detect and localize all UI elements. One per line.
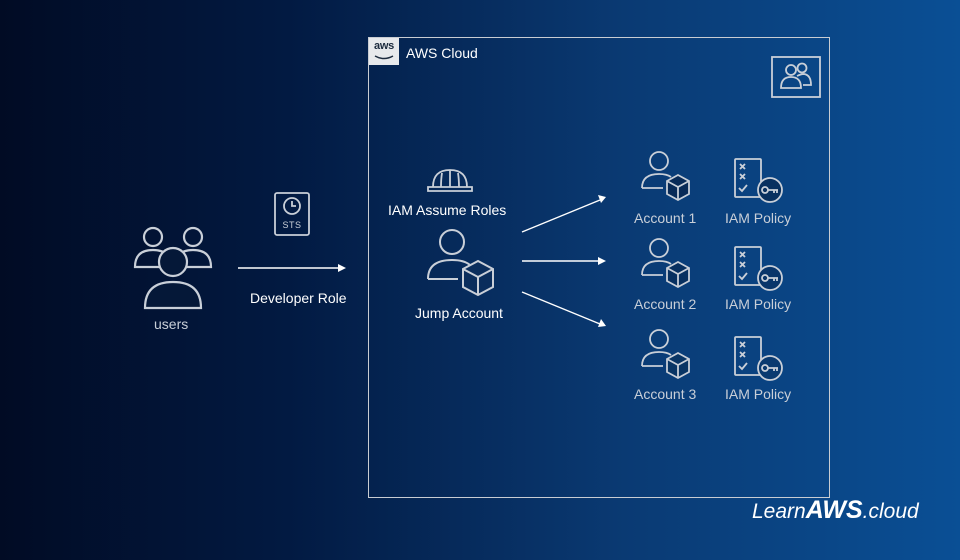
jump-account-icon (426, 227, 498, 299)
aws-badge-text: aws (374, 40, 394, 52)
iam-assume-roles-label: IAM Assume Roles (388, 202, 507, 218)
jump-account-label: Jump Account (415, 305, 503, 321)
users-label: users (154, 316, 189, 332)
iam-role-helmet-icon (427, 167, 473, 193)
account-3-policy-label: IAM Policy (725, 386, 792, 402)
jump-to-accounts-arrows (520, 190, 620, 340)
arrow-account-1-head (598, 195, 606, 203)
account-2-icon (640, 237, 692, 289)
arrow-account-1 (521, 199, 601, 233)
account-1-policy-icon (734, 158, 786, 203)
account-2-policy-icon (734, 246, 786, 291)
account-2-label: Account 2 (634, 296, 697, 312)
aws-logo-badge: aws (369, 38, 399, 65)
sts-icon: STS (274, 192, 310, 236)
aws-cloud-title: AWS Cloud (406, 45, 478, 61)
developer-role-label: Developer Role (250, 290, 347, 306)
organization-icon (771, 56, 821, 98)
sts-badge-text: STS (282, 220, 302, 230)
account-1-icon (640, 150, 692, 202)
arrow-account-3-head (598, 319, 606, 327)
aws-cloud-group (368, 37, 830, 498)
users-group-icon (128, 222, 218, 312)
arrow-account-3 (521, 291, 601, 325)
logo-suffix: .cloud (862, 500, 919, 523)
account-1-label: Account 1 (634, 210, 697, 226)
account-3-label: Account 3 (634, 386, 697, 402)
developer-role-arrow (238, 262, 348, 274)
logo-brand: AWS (805, 496, 863, 524)
account-2-policy-label: IAM Policy (725, 296, 792, 312)
account-1-policy-label: IAM Policy (725, 210, 792, 226)
learnaws-logo: LearnAWS.cloud (752, 496, 919, 525)
arrow-account-2-head (598, 257, 606, 265)
account-3-policy-icon (734, 336, 786, 381)
account-3-icon (640, 328, 692, 380)
logo-prefix: Learn (752, 500, 806, 523)
